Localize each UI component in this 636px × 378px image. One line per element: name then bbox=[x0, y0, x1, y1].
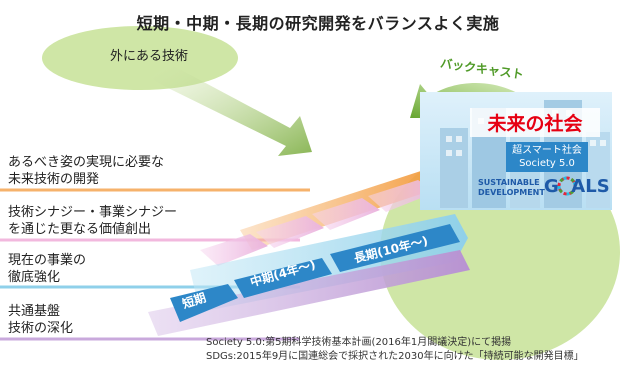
society-5-title: 超スマート社会 bbox=[512, 145, 582, 156]
synergy-chevrons bbox=[200, 180, 436, 266]
label-current-business-line-2: 徹底強化 bbox=[8, 270, 61, 285]
label-common-base: 共通基盤 技術の深化 bbox=[8, 303, 73, 337]
footnote-society: Society 5.0:第5期科学技術基本計画(2016年1月閣議決定)にて掲揚 bbox=[206, 337, 512, 348]
sdgs-goals-logo: G ALS bbox=[544, 176, 610, 197]
external-tech-ellipse bbox=[42, 26, 238, 90]
term-short-box bbox=[170, 284, 238, 322]
label-synergy-line-1: 技術シナジー・事業シナジー bbox=[8, 205, 178, 220]
term-mid-box bbox=[234, 258, 332, 298]
label-synergy: 技術シナジー・事業シナジー を通じた更なる価値創出 bbox=[8, 204, 177, 238]
external-tech-label: 外にある技術 bbox=[110, 49, 189, 64]
label-common-base-line-1: 共通基盤 bbox=[8, 304, 61, 319]
diagram-title: 短期・中期・長期の研究開発をバランスよく実施 bbox=[136, 14, 500, 33]
term-long-box bbox=[330, 224, 460, 272]
sdgs-wheel-icon bbox=[557, 176, 577, 196]
sdgs-line-2: DEVELOPMENT bbox=[478, 188, 545, 197]
label-future-tech-line-2: 未来技術の開発 bbox=[8, 172, 100, 187]
label-future-tech: あるべき姿の実現に必要な 未来技術の開発 bbox=[8, 154, 164, 188]
society-5-version: Society 5.0 bbox=[519, 158, 575, 169]
label-synergy-line-2: を通じた更なる価値創出 bbox=[8, 222, 152, 237]
society-5-badge: 超スマート社会 Society 5.0 bbox=[506, 142, 588, 172]
footnote-sdgs: SDGs:2015年9月に国連総会で採択された2030年に向けた「持続可能な開発… bbox=[206, 351, 584, 362]
common-base-arrow bbox=[148, 250, 470, 336]
label-common-base-line-2: 技術の深化 bbox=[8, 321, 74, 336]
label-future-tech-line-1: あるべき姿の実現に必要な bbox=[8, 155, 165, 170]
label-current-business-line-1: 現在の事業の bbox=[8, 253, 87, 268]
future-society-label: 未来の社会 bbox=[470, 108, 600, 137]
sdgs-line-1: SUSTAINABLE bbox=[478, 178, 540, 187]
open-innovation-arrow bbox=[150, 64, 312, 156]
label-current-business: 現在の事業の 徹底強化 bbox=[8, 252, 86, 286]
sdgs-text: SUSTAINABLE DEVELOPMENT bbox=[478, 178, 545, 198]
